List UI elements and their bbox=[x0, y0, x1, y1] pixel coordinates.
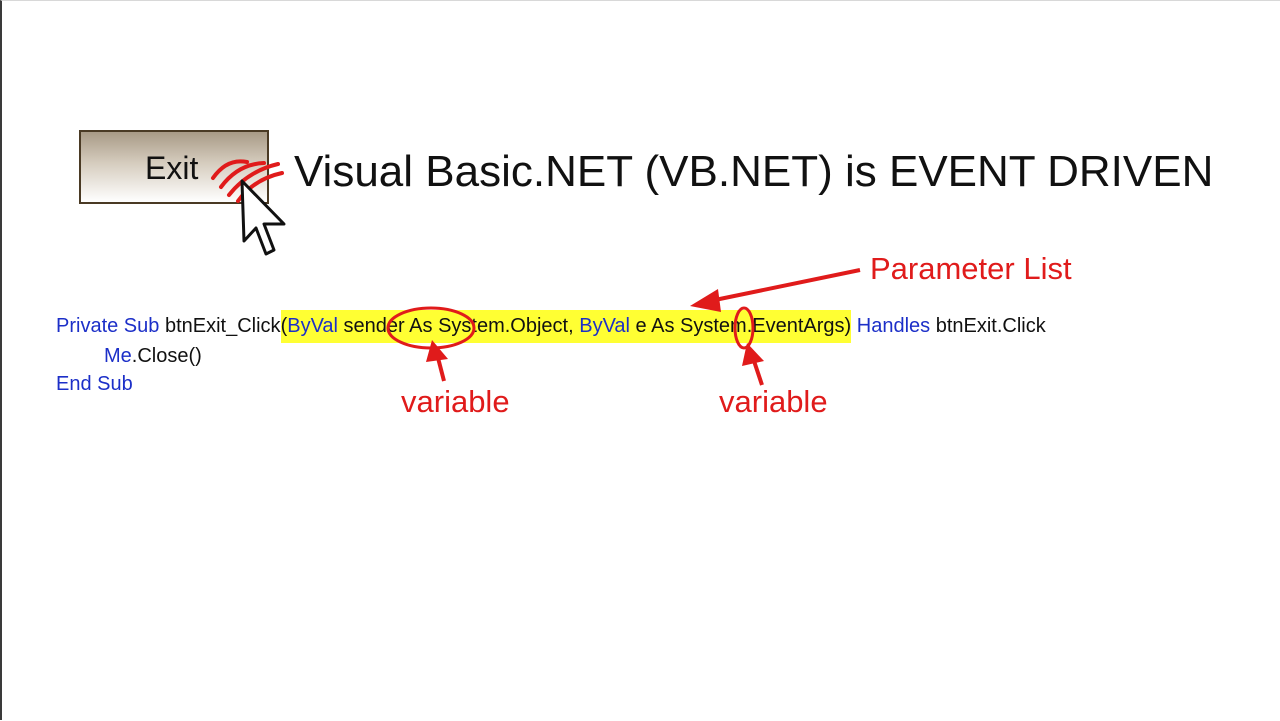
variable-label-1: variable bbox=[401, 384, 510, 419]
variable-arrow-1 bbox=[426, 340, 448, 382]
close-call: .Close() bbox=[131, 345, 202, 367]
variable-label-2: variable bbox=[719, 384, 828, 419]
keyword-byval-2: ByVal bbox=[579, 315, 630, 337]
method-name: btnExit_Click bbox=[164, 315, 281, 337]
keyword-end-sub: End Sub bbox=[56, 373, 133, 395]
keyword-byval-1: ByVal bbox=[287, 315, 338, 337]
page-title: Visual Basic.NET (VB.NET) is EVENT DRIVE… bbox=[294, 147, 1214, 196]
keyword-handles: Handles bbox=[851, 315, 936, 337]
variable-arrow-2 bbox=[742, 343, 764, 386]
code-line-2: Me.Close() bbox=[104, 345, 202, 368]
code-line-3: End Sub bbox=[56, 373, 133, 396]
param-e: e bbox=[630, 315, 652, 337]
mouse-pointer-icon bbox=[240, 179, 286, 256]
parameter-list-label: Parameter List bbox=[870, 251, 1072, 286]
handled-event: btnExit.Click bbox=[935, 315, 1046, 337]
parameter-list-arrow bbox=[690, 268, 861, 312]
keyword-private-sub: Private Sub bbox=[56, 315, 165, 337]
parameter-list-highlight: (ByVal sender As System.Object, ByVal e … bbox=[280, 310, 852, 343]
code-line-1: Private Sub btnExit_Click(ByVal sender A… bbox=[56, 310, 1046, 343]
type-object: As System.Object, bbox=[409, 315, 580, 337]
exit-button-label: Exit bbox=[145, 150, 199, 186]
click-waves-icon bbox=[211, 159, 284, 203]
sender-highlight-ellipse bbox=[386, 306, 476, 350]
open-paren: ( bbox=[280, 315, 288, 337]
e-highlight-ellipse bbox=[733, 306, 755, 350]
keyword-me: Me bbox=[104, 345, 132, 367]
type-eventargs: As System.EventArgs) bbox=[651, 315, 852, 337]
exit-button[interactable]: Exit bbox=[79, 130, 269, 204]
